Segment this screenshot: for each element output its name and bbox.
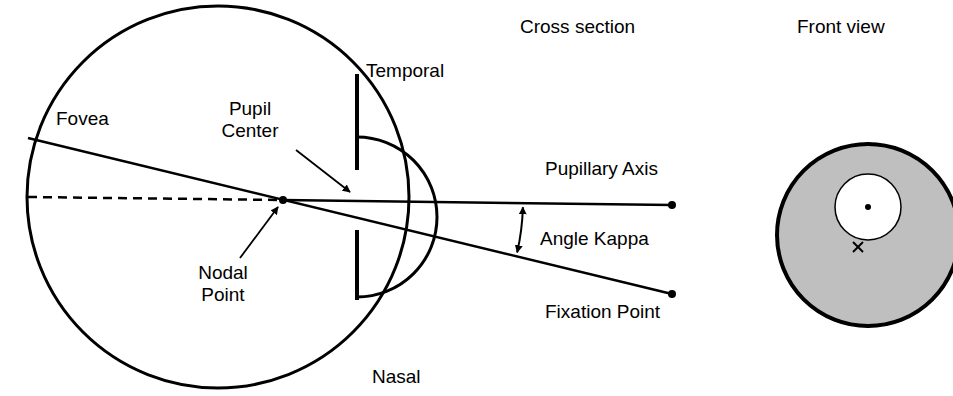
- part-label: Angle Kappa: [540, 228, 649, 250]
- leader-arrow: [296, 150, 350, 192]
- iris-lower: [355, 230, 359, 300]
- leader-arrow: [240, 207, 278, 258]
- fovea-mark: [853, 242, 863, 252]
- part-label: Front view: [797, 16, 885, 38]
- optical-axis: [28, 197, 283, 200]
- part-label: Fixation Point: [545, 301, 660, 323]
- cornea-outline: [357, 137, 437, 297]
- iris-upper: [355, 74, 359, 170]
- fixation-dot: [668, 290, 676, 298]
- visual-axis-line: [28, 138, 672, 294]
- part-label: Temporal: [366, 60, 444, 82]
- part-label: Pupil Center: [210, 98, 290, 142]
- angle-arc: [517, 207, 523, 252]
- part-label: Fovea: [56, 108, 109, 130]
- part-label: Pupillary Axis: [545, 158, 658, 180]
- pupil-center-dot: [865, 204, 871, 210]
- pupillary-axis-line: [283, 200, 672, 205]
- nodal-dot: [279, 196, 287, 204]
- part-label: Nodal Point: [187, 262, 259, 306]
- axis-end-dot: [668, 201, 676, 209]
- eyeball-outline: [27, 6, 409, 388]
- fovea-mark: [853, 242, 863, 252]
- part-label: Nasal: [372, 366, 421, 388]
- front-eye: [777, 144, 953, 326]
- part-label: Cross section: [520, 16, 635, 38]
- front-pupil: [835, 174, 901, 240]
